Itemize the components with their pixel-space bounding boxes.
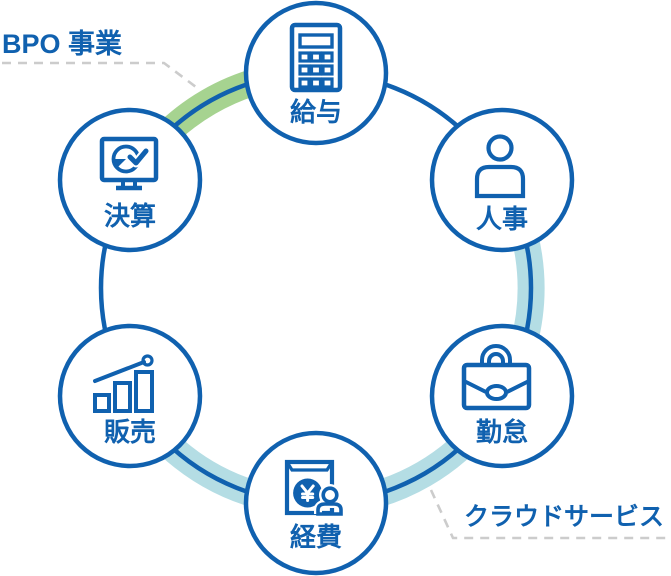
node-hr-label: 人事 — [476, 204, 528, 234]
bpo-label: BPO 事業 — [2, 29, 122, 59]
node-hr: 人事 — [429, 107, 575, 253]
cloud-label: クラウドサービス — [464, 503, 664, 531]
calculator-icon — [289, 22, 343, 93]
node-attendance-label: 勤怠 — [476, 417, 528, 447]
node-salary-label: 給与 — [290, 97, 342, 127]
small-person — [314, 484, 345, 516]
monitor-check-icon — [99, 136, 159, 191]
node-expenses-label: 経費 — [290, 522, 342, 552]
node-hr-circle — [429, 107, 575, 253]
node-closing: 決算 — [57, 107, 203, 253]
bar-chart-icon — [93, 354, 154, 413]
cloud-callout-dashed-line — [429, 489, 671, 540]
node-salary: 給与 — [243, 0, 389, 146]
node-attendance: 勤怠 — [429, 323, 575, 469]
node-expenses: 経費 — [243, 430, 389, 576]
bpo-callout-dashed-line — [2, 61, 201, 92]
node-closing-label: 決算 — [104, 201, 156, 231]
person-icon — [474, 134, 526, 199]
node-sales: 販売 — [57, 323, 203, 469]
checkmark — [127, 148, 149, 166]
briefcase-icon — [461, 344, 532, 411]
pie-wedge — [113, 159, 126, 168]
yen-symbol — [300, 484, 315, 502]
node-sales-label: 販売 — [104, 417, 156, 447]
envelope-money-icon — [284, 459, 345, 516]
